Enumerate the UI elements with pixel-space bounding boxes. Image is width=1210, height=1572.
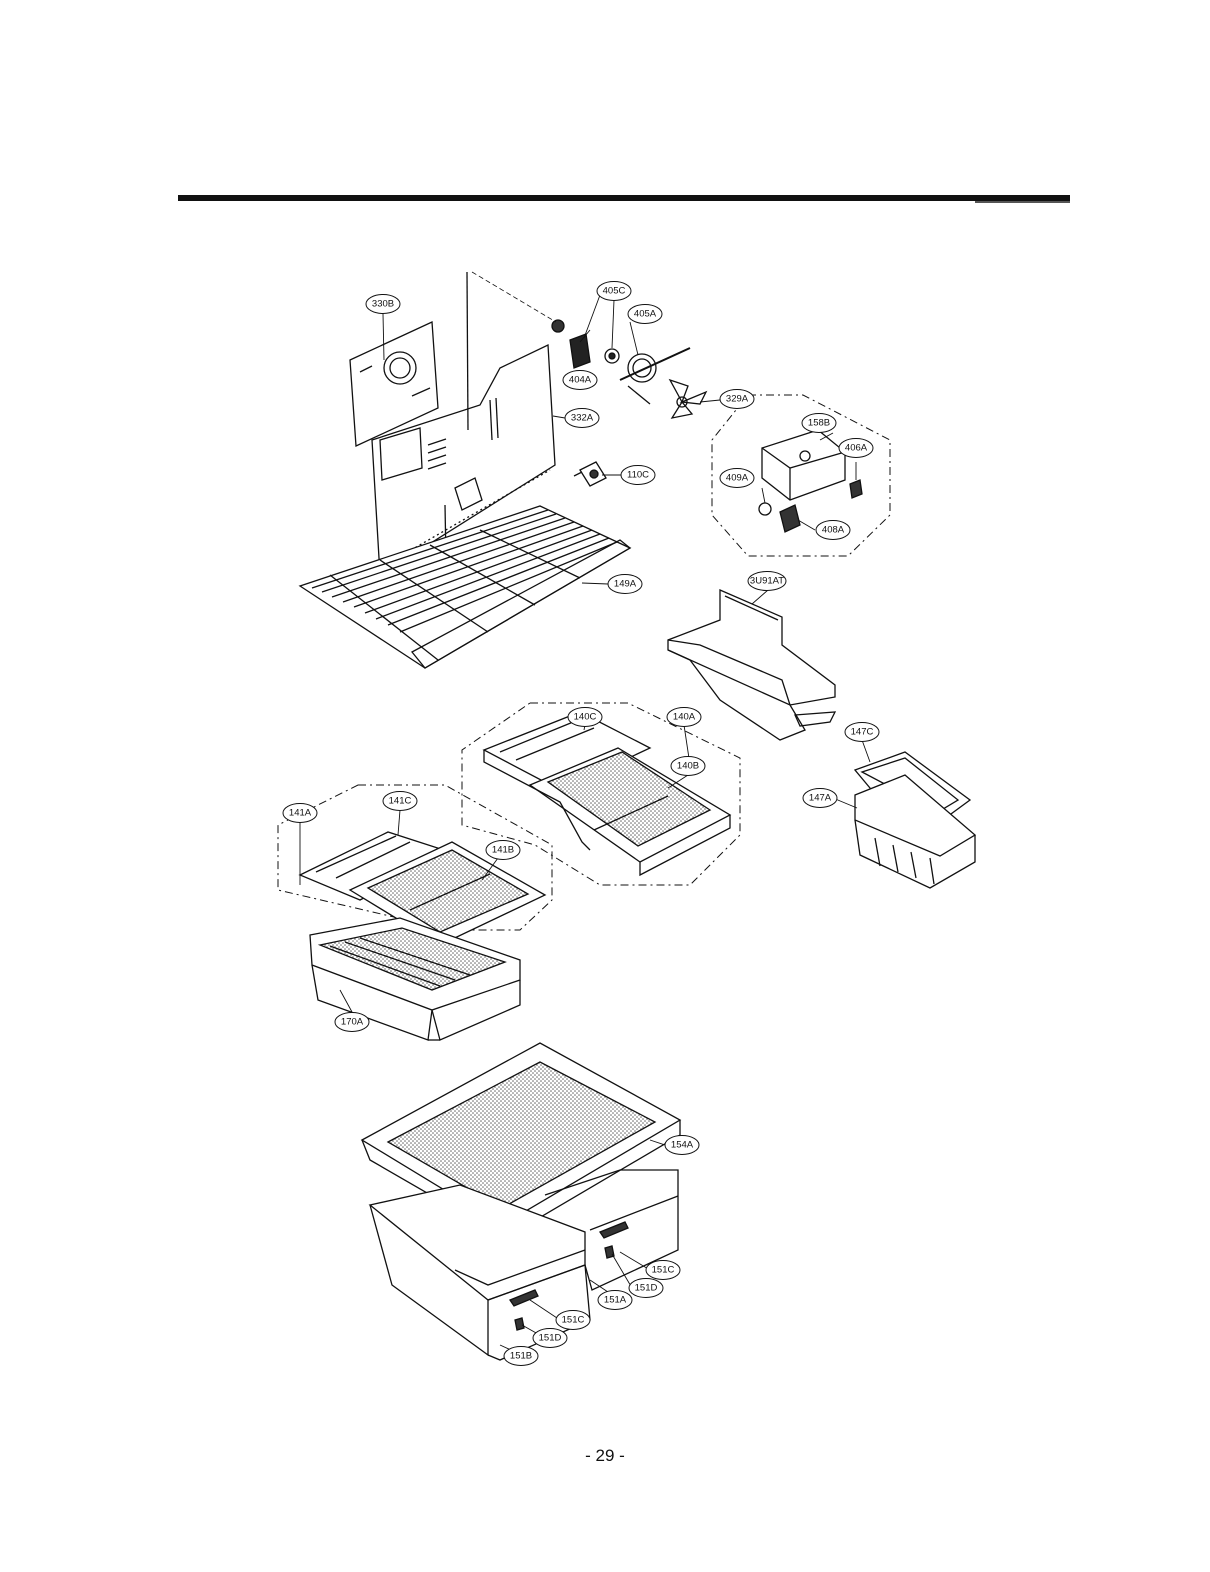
callout-147C: 147C bbox=[844, 722, 880, 742]
callout-labels: 330B 405C 405A 404A 332A 329A 158B 406A … bbox=[282, 281, 880, 1366]
crisper-drawer bbox=[309, 917, 521, 1041]
svg-text:330B: 330B bbox=[372, 299, 394, 310]
callout-405C: 405C bbox=[596, 281, 632, 301]
callout-158B: 158B bbox=[801, 413, 837, 433]
page-number: - 29 - bbox=[585, 1446, 625, 1465]
rear-duct-panel bbox=[349, 321, 439, 447]
callout-154A: 154A bbox=[664, 1135, 700, 1155]
svg-text:110C: 110C bbox=[627, 470, 649, 481]
svg-text:147A: 147A bbox=[809, 793, 832, 804]
callout-151D-left: 151D bbox=[532, 1328, 568, 1348]
callout-151C-left: 151C bbox=[555, 1310, 591, 1330]
svg-text:141B: 141B bbox=[492, 845, 514, 856]
callout-141C: 141C bbox=[382, 791, 418, 811]
callout-151D-right: 151D bbox=[628, 1278, 664, 1298]
svg-text:151C: 151C bbox=[652, 1265, 675, 1276]
header-rule bbox=[178, 195, 1070, 201]
svg-text:170A: 170A bbox=[341, 1017, 364, 1028]
callout-332A: 332A bbox=[564, 408, 600, 428]
callout-141B: 141B bbox=[485, 840, 521, 860]
svg-text:329A: 329A bbox=[726, 394, 749, 405]
svg-text:147C: 147C bbox=[851, 727, 874, 738]
callout-408A: 408A bbox=[815, 520, 851, 540]
callout-409A: 409A bbox=[719, 468, 755, 488]
svg-text:151D: 151D bbox=[635, 1283, 658, 1294]
svg-text:151C: 151C bbox=[562, 1315, 585, 1326]
vegetable-drawers bbox=[368, 1169, 679, 1361]
wire-shelf bbox=[298, 505, 632, 669]
header-rule-underline bbox=[975, 201, 1070, 203]
fan-motor-assembly bbox=[471, 271, 708, 419]
svg-text:405A: 405A bbox=[634, 309, 657, 320]
basket-group bbox=[853, 751, 977, 889]
svg-text:140A: 140A bbox=[673, 712, 696, 723]
callout-405A: 405A bbox=[627, 304, 663, 324]
callout-149A: 149A bbox=[607, 574, 643, 594]
callout-151C-right: 151C bbox=[645, 1260, 681, 1280]
callout-406A: 406A bbox=[838, 438, 874, 458]
callout-404A: 404A bbox=[562, 370, 598, 390]
svg-text:405C: 405C bbox=[603, 286, 626, 297]
callout-151A: 151A bbox=[597, 1290, 633, 1310]
ice-bin-tray bbox=[667, 589, 837, 741]
svg-text:141C: 141C bbox=[389, 796, 412, 807]
callout-330B: 330B bbox=[365, 294, 401, 314]
svg-text:151D: 151D bbox=[539, 1333, 562, 1344]
svg-text:151B: 151B bbox=[510, 1351, 532, 1362]
svg-text:149A: 149A bbox=[614, 579, 637, 590]
callout-147A: 147A bbox=[802, 788, 838, 808]
svg-text:332A: 332A bbox=[571, 413, 594, 424]
svg-text:154A: 154A bbox=[671, 1140, 694, 1151]
svg-text:158B: 158B bbox=[808, 418, 830, 429]
callout-140A: 140A bbox=[666, 707, 702, 727]
svg-text:141A: 141A bbox=[289, 808, 312, 819]
callout-329A: 329A bbox=[719, 389, 755, 409]
svg-text:3U91AT: 3U91AT bbox=[750, 576, 784, 587]
callout-170A: 170A bbox=[334, 1012, 370, 1032]
callout-151B: 151B bbox=[503, 1346, 539, 1366]
callout-141A: 141A bbox=[282, 803, 318, 823]
svg-text:151A: 151A bbox=[604, 1295, 627, 1306]
svg-text:406A: 406A bbox=[845, 443, 868, 454]
callout-140B: 140B bbox=[670, 756, 706, 776]
callout-140C: 140C bbox=[567, 707, 603, 727]
svg-text:408A: 408A bbox=[822, 525, 845, 536]
svg-text:404A: 404A bbox=[569, 375, 592, 386]
svg-text:140C: 140C bbox=[574, 712, 597, 723]
svg-text:140B: 140B bbox=[677, 761, 699, 772]
callout-3U91AT: 3U91AT bbox=[747, 571, 787, 591]
crisper-cover-group bbox=[461, 702, 741, 886]
crisper-cover-small-group bbox=[277, 784, 553, 946]
callout-110C: 110C bbox=[620, 465, 656, 485]
svg-text:409A: 409A bbox=[726, 473, 749, 484]
lamp-assembly-group bbox=[711, 394, 891, 557]
damper-part bbox=[573, 461, 607, 487]
